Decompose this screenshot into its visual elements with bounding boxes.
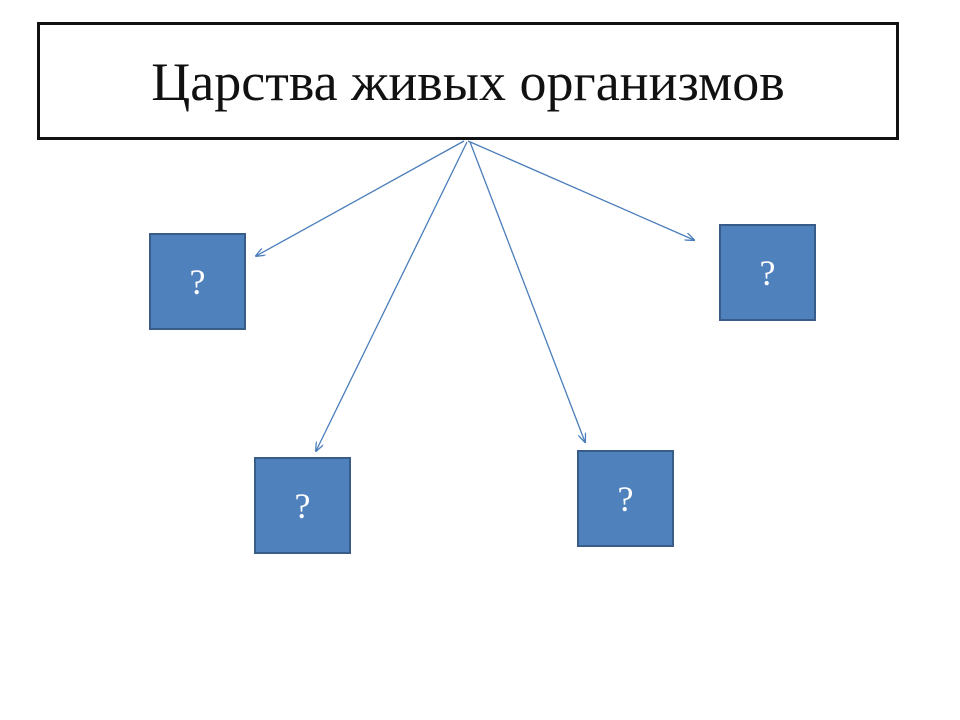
title-box: Царства живых организмов bbox=[37, 22, 899, 140]
kingdom-label-3: ? bbox=[294, 485, 311, 526]
kingdom-box-2: ? bbox=[719, 224, 816, 321]
arrow-to-node-3 bbox=[316, 141, 468, 451]
kingdom-label-1: ? bbox=[189, 261, 206, 302]
arrow-to-node-4 bbox=[469, 141, 585, 442]
page-title: Царства живых организмов bbox=[151, 52, 785, 112]
kingdom-box-3: ? bbox=[254, 457, 351, 554]
kingdom-box-1: ? bbox=[149, 233, 246, 330]
kingdom-label-2: ? bbox=[759, 252, 776, 293]
arrow-to-node-1 bbox=[256, 140, 465, 256]
kingdom-label-4: ? bbox=[617, 478, 634, 519]
kingdom-box-4: ? bbox=[577, 450, 674, 547]
arrow-to-node-2 bbox=[467, 140, 694, 240]
